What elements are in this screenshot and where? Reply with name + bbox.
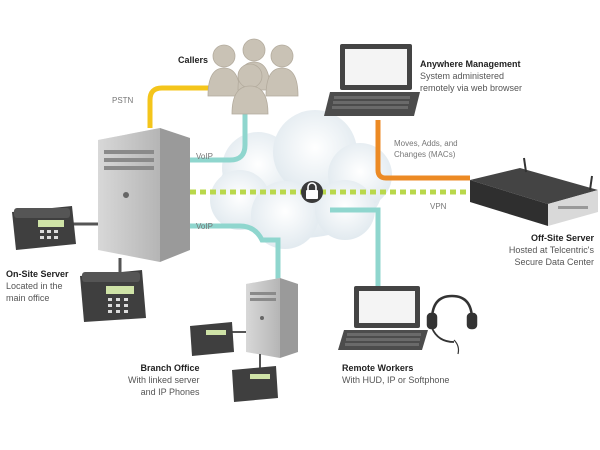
vpn-label: VPN bbox=[430, 202, 447, 211]
voip-line-callers bbox=[190, 108, 248, 163]
remote-label: Remote Workers With HUD, IP or Softphone bbox=[342, 362, 449, 386]
offsite-label: Off-Site Server Hosted at Telcentric's S… bbox=[509, 232, 594, 268]
offsite-title: Off-Site Server bbox=[530, 233, 594, 243]
anywhere-line2: remotely via web browser bbox=[420, 83, 523, 93]
onsite-title: On-Site Server bbox=[6, 269, 69, 279]
offsite-line2: Secure Data Center bbox=[514, 257, 594, 267]
macs-label-line1: Moves, Adds, and bbox=[394, 139, 458, 148]
callers-title: Callers bbox=[178, 55, 209, 65]
pstn-line bbox=[147, 85, 230, 128]
lock-icon bbox=[301, 181, 323, 203]
laptop-icon bbox=[338, 286, 428, 350]
offsite-line1: Hosted at Telcentric's bbox=[508, 245, 594, 255]
voip-line-remote bbox=[330, 207, 381, 290]
desk-phone-icon bbox=[232, 366, 278, 402]
anywhere-title: Anywhere Management bbox=[420, 59, 521, 69]
macs-label: Moves, Adds, and Changes (MACs) bbox=[394, 138, 458, 160]
branch-title: Branch Office bbox=[140, 363, 200, 373]
onsite-line1: Located in the bbox=[6, 281, 63, 291]
macs-label-line2: Changes (MACs) bbox=[394, 150, 456, 159]
onsite-label: On-Site Server Located in the main offic… bbox=[6, 268, 69, 304]
desk-phone-icon bbox=[80, 270, 146, 322]
anywhere-label: Anywhere Management System administered … bbox=[420, 58, 522, 94]
desk-phone-icon bbox=[12, 206, 76, 250]
pstn-label: PSTN bbox=[112, 96, 134, 105]
anywhere-line1: System administered bbox=[420, 71, 505, 81]
voip-label-top: VoIP bbox=[196, 152, 213, 161]
rack-server-icon bbox=[470, 157, 598, 226]
people-icon bbox=[207, 38, 299, 115]
remote-title: Remote Workers bbox=[342, 363, 414, 373]
voip-line-branch bbox=[190, 223, 281, 290]
onsite-line2: main office bbox=[6, 293, 50, 303]
macs-line bbox=[375, 120, 470, 181]
remote-line1: With HUD, IP or Softphone bbox=[342, 375, 450, 385]
branch-label: Branch Office With linked server and IP … bbox=[128, 362, 200, 398]
tower-server-icon bbox=[98, 128, 190, 262]
voip-label-bottom: VoIP bbox=[196, 222, 213, 231]
laptop-icon bbox=[324, 44, 420, 116]
headset-icon bbox=[426, 294, 478, 355]
branch-line2: and IP Phones bbox=[140, 387, 200, 397]
branch-line1: With linked server bbox=[128, 375, 200, 385]
callers-label: Callers bbox=[178, 54, 208, 66]
desk-phone-icon bbox=[190, 322, 234, 356]
tower-server-icon bbox=[246, 278, 298, 358]
